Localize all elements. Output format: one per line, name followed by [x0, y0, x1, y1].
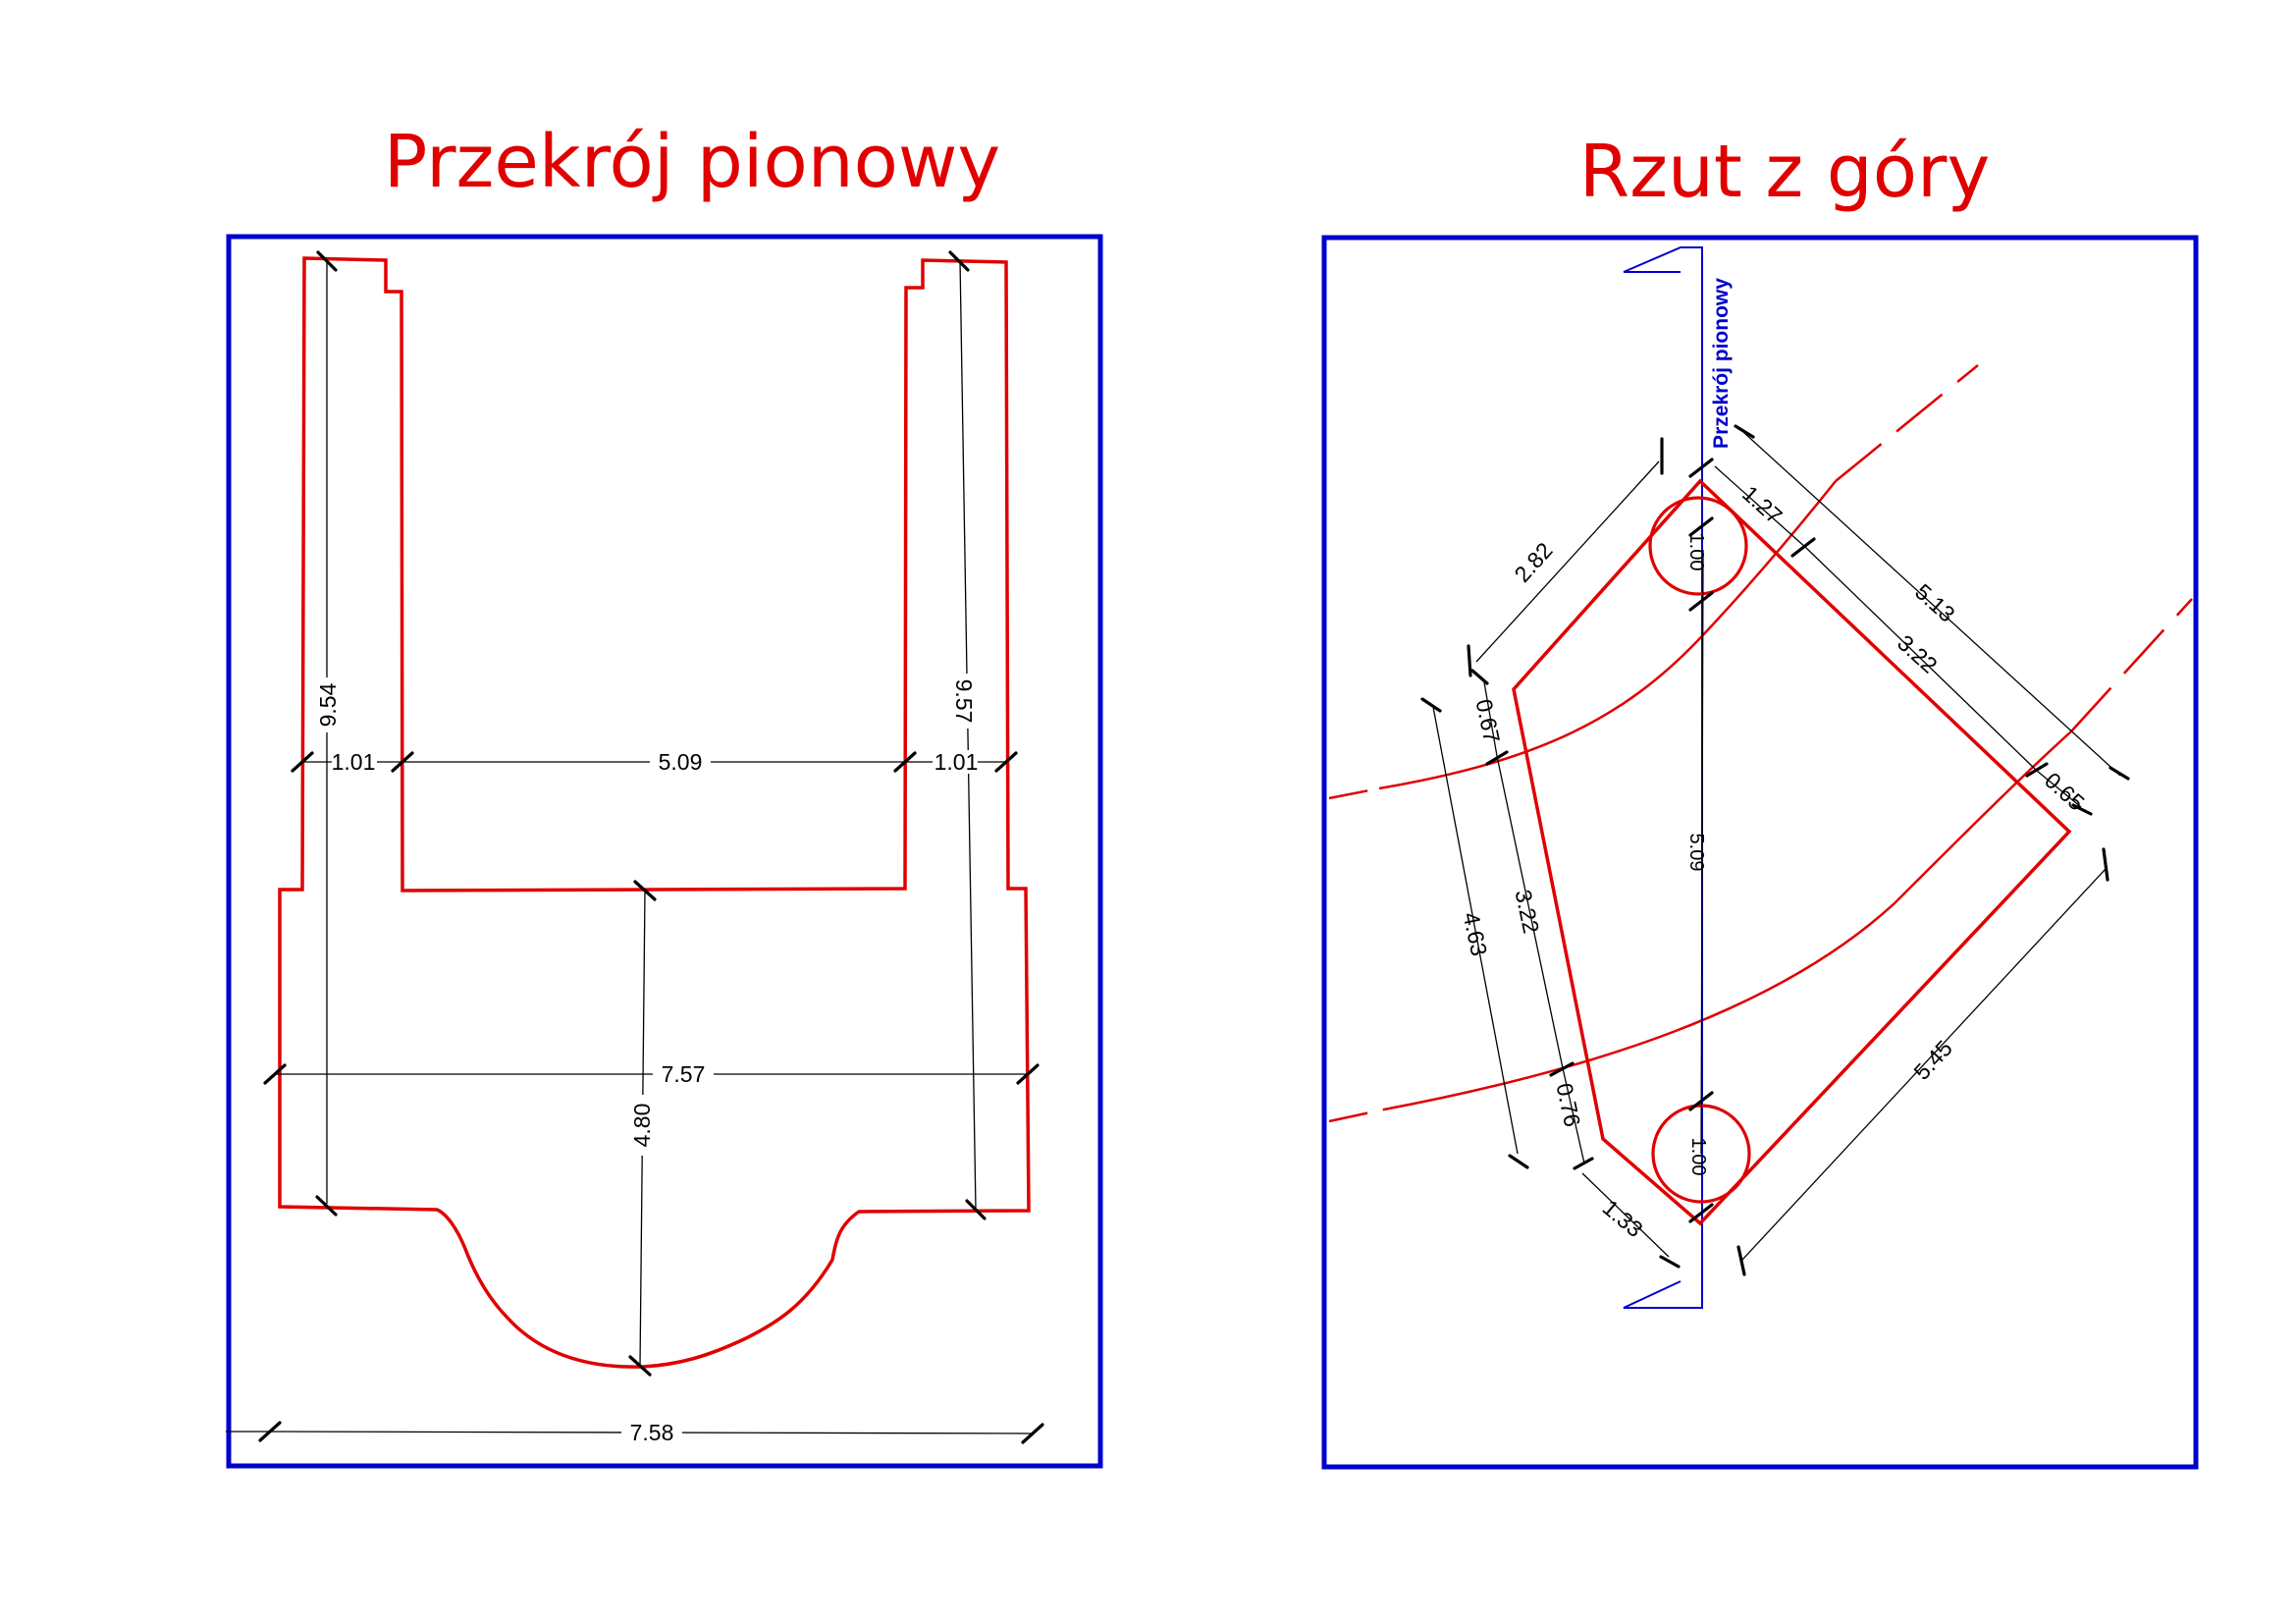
dim-top-left: 2.82	[1509, 537, 1557, 587]
plan-view-frame	[1321, 235, 2199, 1470]
dim-inner-width: 5.09	[659, 749, 703, 775]
plan-section-label: Przekrój pionowy	[1710, 278, 1733, 449]
plan-view-title: Rzut z góry	[1579, 130, 1991, 214]
dim-bottom-width: 7.58	[630, 1420, 674, 1445]
section-outline	[278, 256, 1031, 1369]
plan-dimension-labels: 2.82 1.27 1.00 5.13 3.22 0.65 5.09 0.67 …	[1458, 480, 2089, 1242]
dim-bottom-left: 1.33	[1598, 1195, 1648, 1243]
plan-dimension-lines	[1432, 431, 2121, 1261]
section-view-title: Przekrój pionowy	[384, 120, 1000, 204]
dim-outer-right: 5.13	[1910, 578, 1960, 626]
section-view-panel: Przekrój pionowy	[226, 120, 1103, 1469]
dim-circle-top: 1.00	[1685, 533, 1707, 571]
dim-right-height: 9.57	[951, 679, 977, 724]
dim-left-outer: 4.63	[1458, 910, 1492, 958]
section-cut-line	[1623, 246, 1703, 1309]
plan-outline	[1512, 478, 2072, 1226]
plan-dimension-ticks	[1420, 424, 2130, 1276]
dim-center-depth: 4.80	[629, 1104, 655, 1148]
dim-circle-bottom: 1.00	[1687, 1138, 1709, 1176]
dim-full-width: 7.57	[662, 1061, 706, 1087]
section-dimension-ticks	[258, 250, 1044, 1444]
dim-left-wall: 1.01	[332, 749, 376, 775]
section-dimension-lines	[226, 259, 1034, 1434]
dim-lower-left-short: 0.76	[1551, 1081, 1585, 1129]
plan-view-panel: Rzut z góry Przekrój pionowy	[1321, 130, 2199, 1470]
section-dimension-labels: 9.54 9.57 1.01 5.09 1.01 7.57 4.80 7.58	[315, 674, 978, 1445]
dim-right-wall: 1.01	[934, 749, 979, 775]
dim-left-height: 9.54	[315, 682, 341, 727]
dim-center: 5.09	[1685, 834, 1707, 872]
section-view-frame	[226, 234, 1103, 1469]
dim-bottom-right: 5.45	[1908, 1035, 1957, 1084]
top-circle	[1648, 496, 1748, 596]
dim-left-inner: 3.22	[1510, 888, 1544, 936]
projection-lines	[1328, 364, 2193, 1123]
dim-left-short: 0.67	[1470, 697, 1505, 745]
